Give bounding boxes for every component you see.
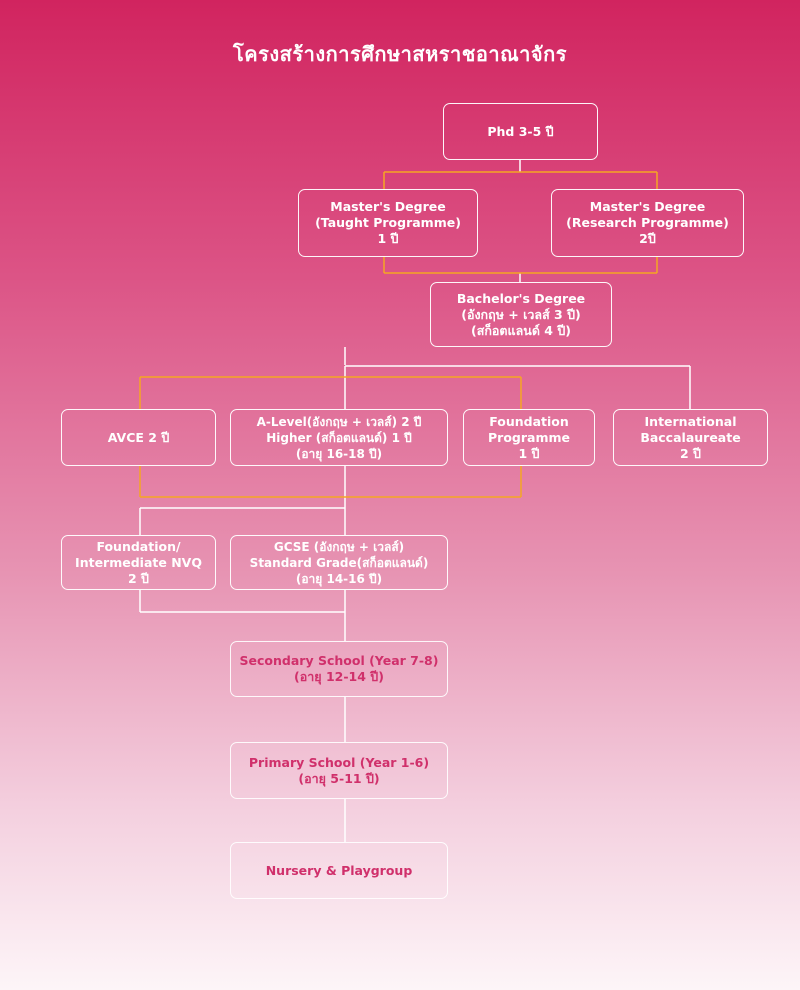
node-line: Foundation/ <box>96 538 181 554</box>
node-foundation-programme: Foundation Programme 1 ปี <box>463 409 595 466</box>
page-title: โครงสร้างการศึกษาสหราชอาณาจักร <box>233 42 567 66</box>
node-bachelors: Bachelor's Degree (อังกฤษ + เวลส์ 3 ปี) … <box>430 282 612 347</box>
node-line: (อังกฤษ + เวลส์ 3 ปี) <box>461 306 581 322</box>
node-line: Master's Degree <box>589 199 706 214</box>
node-foundation-nvq: Foundation/ Intermediate NVQ 2 ปี <box>61 535 216 590</box>
node-line: (อายุ 16-18 ปี) <box>295 446 383 461</box>
node-line: (สก็อตแลนด์ 4 ปี) <box>471 322 571 338</box>
node-line: Programme <box>488 429 570 445</box>
node-line: International <box>644 413 737 429</box>
node-line: Baccalaureate <box>640 429 741 445</box>
node-line: (อายุ 5-11 ปี) <box>298 770 380 786</box>
node-line: (อายุ 14-16 ปี) <box>295 571 383 586</box>
node-line: Nursery & Playgroup <box>265 862 413 878</box>
node-gcse: GCSE (อังกฤษ + เวลส์) Standard Grade(สก็… <box>230 535 448 590</box>
node-line: GCSE (อังกฤษ + เวลส์) <box>273 539 405 554</box>
node-phd-line: Phd 3-5 ปี <box>487 123 554 139</box>
node-secondary-school: Secondary School (Year 7-8) (อายุ 12-14 … <box>230 641 448 697</box>
node-masters-research: Master's Degree (Research Programme) 2ปี <box>551 189 744 257</box>
node-international-baccalaureate: International Baccalaureate 2 ปี <box>613 409 768 466</box>
node-line: Primary School (Year 1-6) <box>248 754 430 770</box>
node-line: 1 ปี <box>377 231 399 246</box>
node-a-level: A-Level(อังกฤษ + เวลส์) 2 ปี Higher (สก็… <box>230 409 448 466</box>
node-line: (Taught Programme) <box>315 215 461 230</box>
node-line: Secondary School (Year 7-8) <box>239 653 439 668</box>
node-line: Intermediate NVQ <box>75 554 202 570</box>
node-line: Higher (สก็อตแลนด์) 1 ปี <box>266 430 412 445</box>
node-phd: Phd 3-5 ปี <box>443 103 598 160</box>
node-line: A-Level(อังกฤษ + เวลส์) 2 ปี <box>256 414 422 429</box>
node-line: 1 ปี <box>518 445 540 461</box>
node-masters-taught: Master's Degree (Taught Programme) 1 ปี <box>298 189 478 257</box>
node-nursery-playgroup: Nursery & Playgroup <box>230 842 448 899</box>
node-line: (อายุ 12-14 ปี) <box>294 669 384 684</box>
node-primary-school: Primary School (Year 1-6) (อายุ 5-11 ปี) <box>230 742 448 799</box>
node-line: 2 ปี <box>680 445 701 461</box>
node-line: Master's Degree <box>330 199 446 214</box>
node-line: (Research Programme) <box>566 215 729 230</box>
node-line: Bachelor's Degree <box>456 290 586 306</box>
node-line: 2ปี <box>639 231 656 246</box>
node-line: AVCE 2 ปี <box>107 429 170 445</box>
node-avce: AVCE 2 ปี <box>61 409 216 466</box>
node-line: Standard Grade(สก็อตแลนด์) <box>249 555 429 570</box>
node-line: 2 ปี <box>128 570 149 586</box>
node-line: Foundation <box>489 413 569 429</box>
